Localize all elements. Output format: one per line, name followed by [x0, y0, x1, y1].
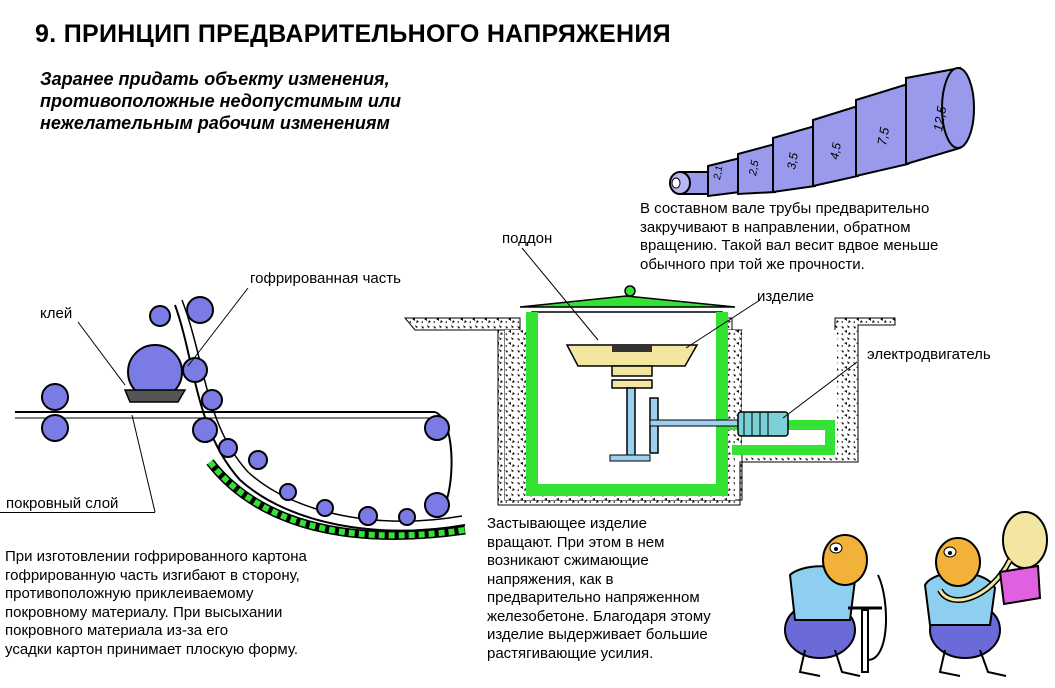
roller [41, 414, 69, 442]
shaft-caption: В составном вале трубы предварительно за… [640, 200, 1050, 274]
definition-line: противоположные недопустимым или [40, 91, 402, 111]
label-tray: поддон [502, 230, 553, 247]
page-title: 9. ПРИНЦИП ПРЕДВАРИТЕЛЬНОГО НАПРЯЖЕНИЯ [35, 20, 671, 48]
caption-line: покровному материалу. При высыхании [5, 603, 283, 621]
shaft-mark: 2,5 [747, 159, 762, 178]
definition-line: нежелательным рабочим изменениям [40, 113, 390, 133]
shaft-segment [669, 171, 711, 195]
telescopic-shaft: 2,1 2,5 3,5 4,5 7,5 12,5 [669, 66, 975, 198]
shaft-mark: 3,5 [784, 151, 801, 170]
roller [398, 508, 416, 526]
caption-line: вращению. Такой вал весит вдвое меньше [640, 237, 939, 254]
glue-tray [123, 389, 187, 403]
caption-line: возникают сжимающие [487, 552, 649, 569]
rotating-mold-pit [403, 247, 896, 506]
roller [248, 450, 268, 470]
product [612, 344, 652, 352]
tray [565, 344, 699, 367]
caption-line: усадки картон принимает плоскую форму. [5, 640, 299, 658]
roller [358, 506, 378, 526]
character-with-tuba [923, 511, 1048, 677]
face [822, 534, 868, 586]
shaft-mark: 4,5 [827, 141, 844, 160]
shaft-mark: 12,5 [930, 104, 949, 132]
roller [424, 415, 450, 441]
character-with-pump [784, 534, 887, 677]
tuba [1002, 511, 1048, 569]
roller [201, 389, 223, 411]
roller [218, 438, 238, 458]
roller [424, 492, 450, 518]
mold-frame [526, 312, 728, 496]
roller [182, 357, 208, 383]
caption-line: растягивающие усилия. [487, 644, 654, 662]
roller [192, 417, 218, 443]
roller [316, 499, 334, 517]
label-motor: электродвигатель [867, 346, 991, 363]
caption-line: предварительно напряженном [487, 589, 700, 606]
shaft-mark: 7,5 [874, 125, 892, 146]
label-glue: клей [40, 305, 73, 322]
caption-line: железобетоне. Благодаря этому [487, 607, 711, 625]
roller [41, 383, 69, 411]
label-product: изделие [757, 288, 814, 305]
face [935, 537, 981, 587]
book-icon [998, 564, 1042, 606]
cardboard-machine [15, 287, 466, 540]
caption-line: противоположную приклеиваемому [5, 585, 254, 602]
caption-line: При изготовлении гофрированного картона [5, 548, 307, 565]
label-underline [0, 512, 155, 513]
principle-definition: Заранее придать объекту изменения, проти… [40, 68, 470, 134]
pump [861, 609, 869, 673]
label-cover-layer: покровный слой [6, 495, 119, 512]
roller [186, 296, 214, 324]
caption-line: В составном вале трубы предварительно [640, 200, 930, 217]
shaft-mark: 2,1 [712, 165, 725, 182]
caption-line: напряжения, как в [487, 570, 614, 588]
caption-line: Застывающее изделие [487, 515, 647, 532]
definition-line: Заранее придать объекту изменения, [40, 69, 390, 89]
spindle [626, 387, 636, 459]
caption-line: обычного при той же прочности. [640, 255, 865, 273]
shaft-end [941, 67, 975, 149]
roller [279, 483, 297, 501]
caption-line: гофрированную часть изгибают в сторону, [5, 566, 300, 584]
electric-motor [737, 411, 789, 437]
cardboard-caption: При изготовлении гофрированного картона … [5, 548, 385, 659]
curved-conveyor [206, 459, 466, 540]
caption-line: закручивают в направлении, обратном [640, 218, 911, 236]
caption-line: вращают. При этом в нем [487, 533, 665, 551]
roller [149, 305, 171, 327]
mold-lid [519, 295, 736, 308]
caption-line: покровного материала из-за его [5, 622, 229, 639]
casting-caption: Застывающее изделие вращают. При этом в … [487, 515, 777, 663]
label-corrugated-part: гофрированная часть [250, 270, 401, 287]
caption-line: изделие выдерживает большие [487, 626, 708, 643]
